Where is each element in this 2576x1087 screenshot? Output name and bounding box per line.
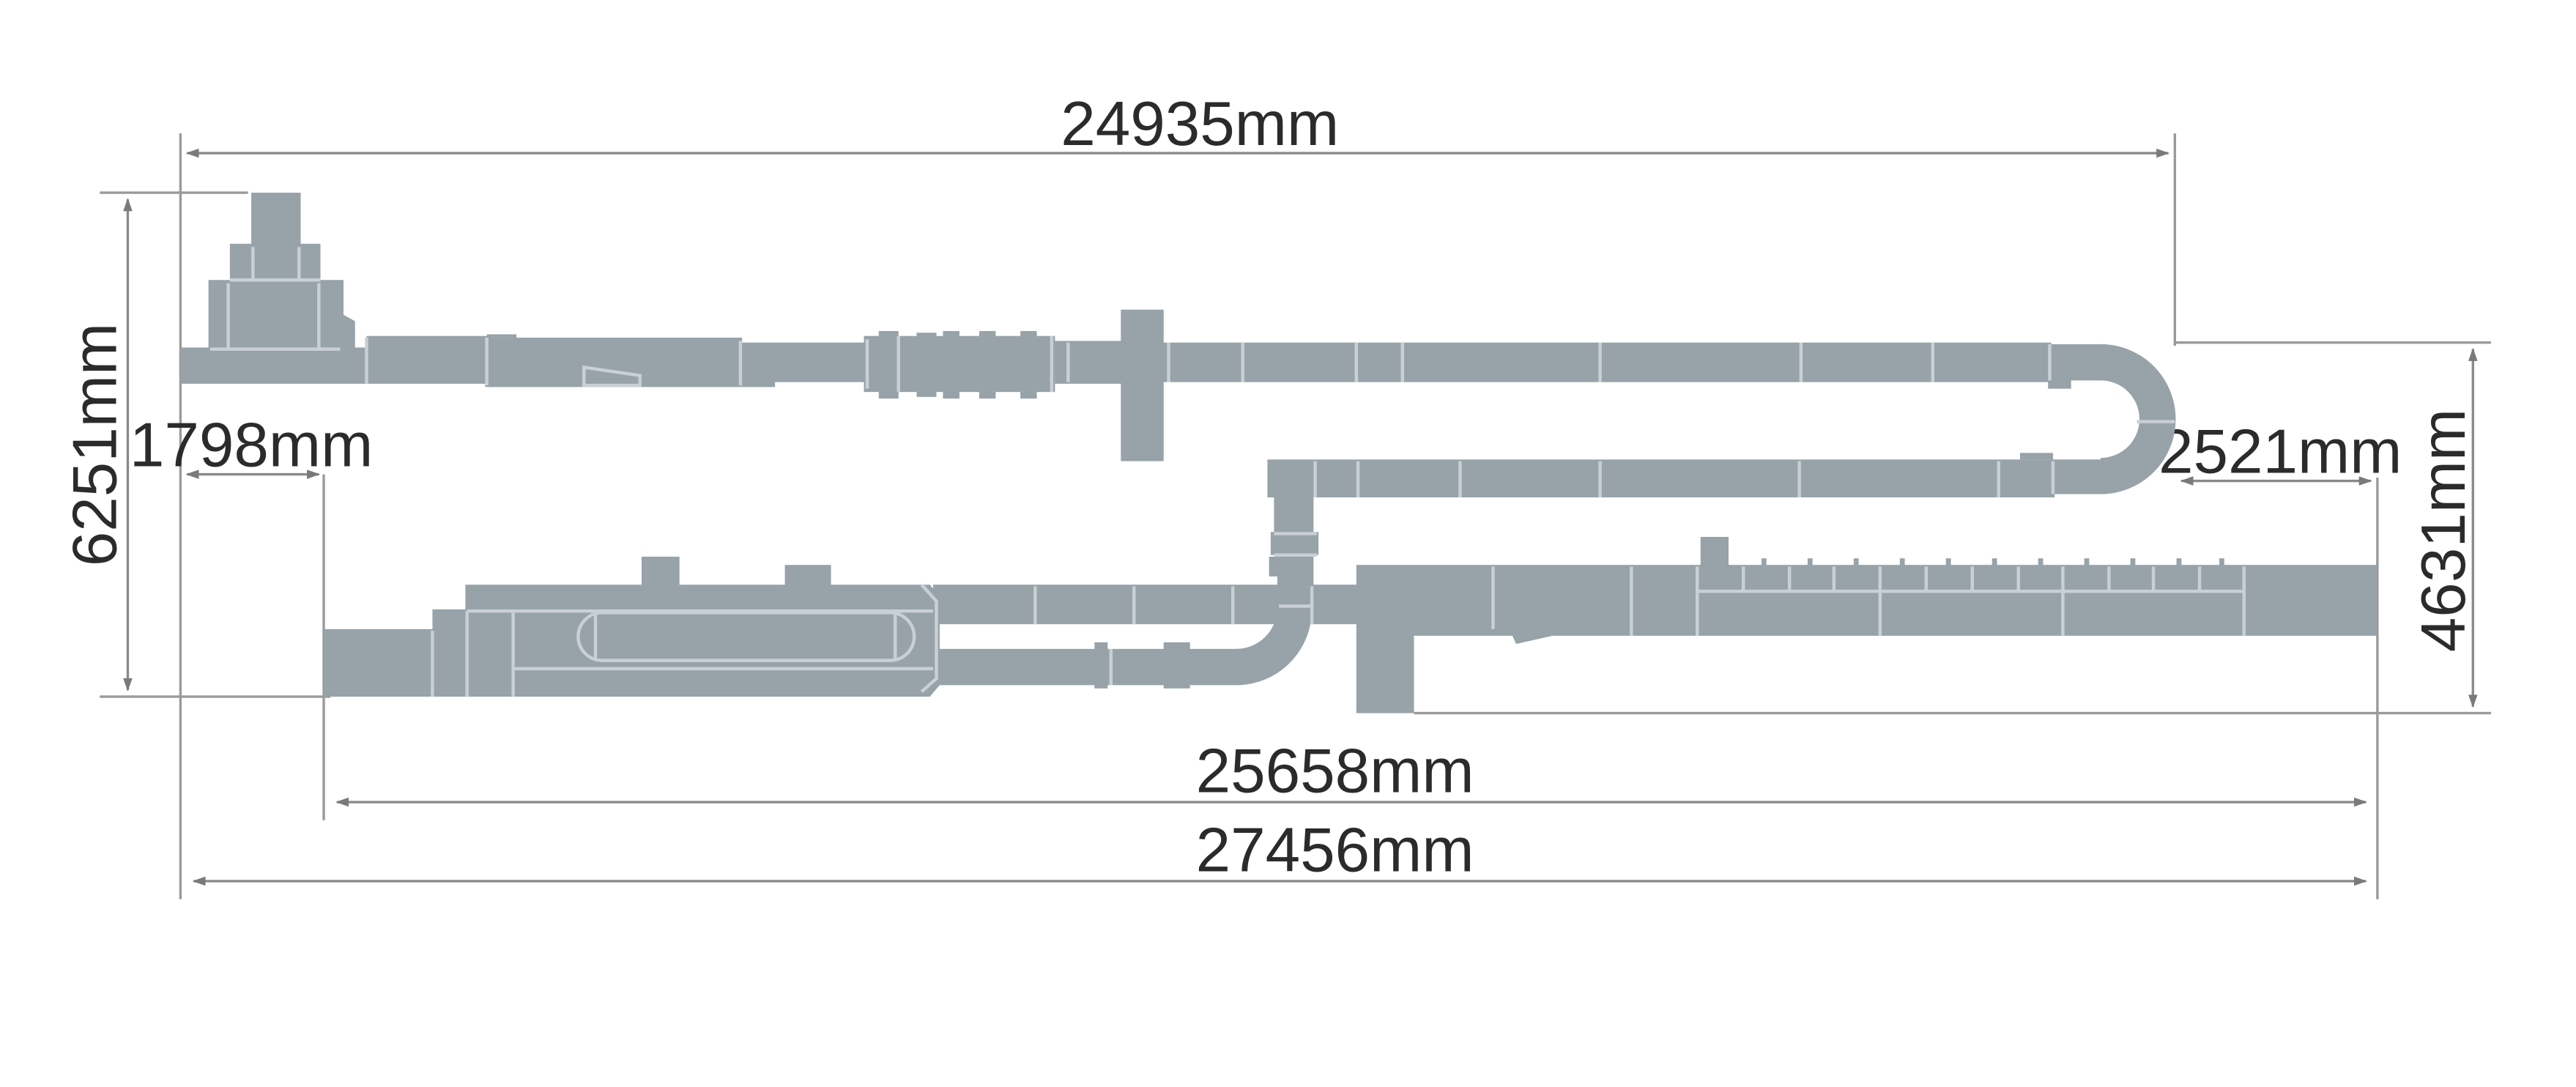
lower-left-assembly bbox=[324, 556, 1359, 697]
dimension-right-offset: 2521mm bbox=[2159, 417, 2402, 486]
dimension-label-total-width: 27456mm bbox=[1196, 815, 1474, 885]
dimension-top-width: 24935mm bbox=[185, 89, 2170, 159]
top-duct-run bbox=[180, 193, 2176, 613]
dimension-label-left-height: 6251mm bbox=[61, 323, 130, 566]
dimension-total-width: 27456mm bbox=[192, 815, 2367, 886]
dimension-label-top-width: 24935mm bbox=[1061, 89, 1339, 159]
dimension-label-left-offset: 1798mm bbox=[130, 410, 373, 480]
dimension-left-height: 6251mm bbox=[61, 198, 133, 691]
dimension-label-lower-width: 25658mm bbox=[1196, 737, 1474, 806]
lower-right-run bbox=[1356, 537, 2378, 713]
dimension-right-height: 4631mm bbox=[2409, 347, 2479, 708]
dimension-label-right-offset: 2521mm bbox=[2159, 417, 2402, 486]
dimension-label-right-height: 4631mm bbox=[2409, 409, 2479, 652]
dimension-left-offset: 1798mm bbox=[130, 410, 373, 480]
dimension-lower-width: 25658mm bbox=[335, 737, 2367, 807]
